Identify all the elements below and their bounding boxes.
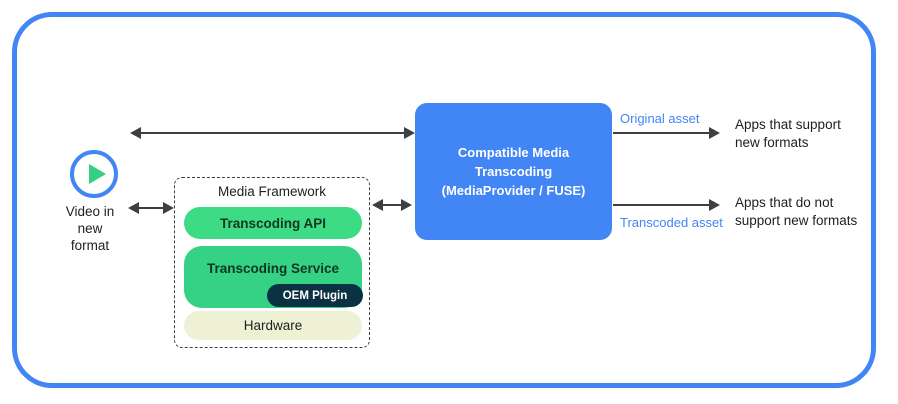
edge-transcoded-asset-line xyxy=(613,204,711,206)
edge-source-to-framework-arrowhead-right xyxy=(163,202,174,214)
edge-transcoded-asset-arrowhead xyxy=(709,199,720,211)
media-framework-title: Media Framework xyxy=(217,184,327,199)
compatible-media-transcoding-node: Compatible Media Transcoding (MediaProvi… xyxy=(415,103,612,240)
edge-source-to-framework-line xyxy=(139,207,165,209)
edge-framework-to-cmt-line xyxy=(383,204,405,206)
edge-framework-to-cmt-arrowhead-right xyxy=(401,199,412,211)
apps-supporting-new-formats-label: Apps that support new formats xyxy=(735,117,841,150)
edge-source-to-cmt-line xyxy=(140,132,410,134)
edge-source-to-framework-arrowhead-left xyxy=(128,202,139,214)
video-source-caption: Video in new format xyxy=(65,204,115,253)
edge-original-asset-line xyxy=(613,132,711,134)
hardware-block: Hardware xyxy=(184,311,362,340)
original-asset-label: Original asset xyxy=(620,111,700,126)
oem-plugin-badge: OEM Plugin xyxy=(267,284,363,307)
video-play-icon xyxy=(70,150,118,198)
media-framework-group: Media Framework Transcoding API Transcod… xyxy=(174,177,370,348)
transcoded-asset-label: Transcoded asset xyxy=(620,215,723,230)
edge-original-asset-arrowhead xyxy=(709,127,720,139)
apps-not-supporting-new-formats-label: Apps that do not support new formats xyxy=(735,195,858,228)
edge-source-to-cmt-arrowhead-right xyxy=(404,127,415,139)
video-icon-play-triangle xyxy=(89,164,106,184)
edge-framework-to-cmt-arrowhead-left xyxy=(372,199,383,211)
transcoding-api-block: Transcoding API xyxy=(184,207,362,239)
edge-source-to-cmt-arrowhead-left xyxy=(130,127,141,139)
